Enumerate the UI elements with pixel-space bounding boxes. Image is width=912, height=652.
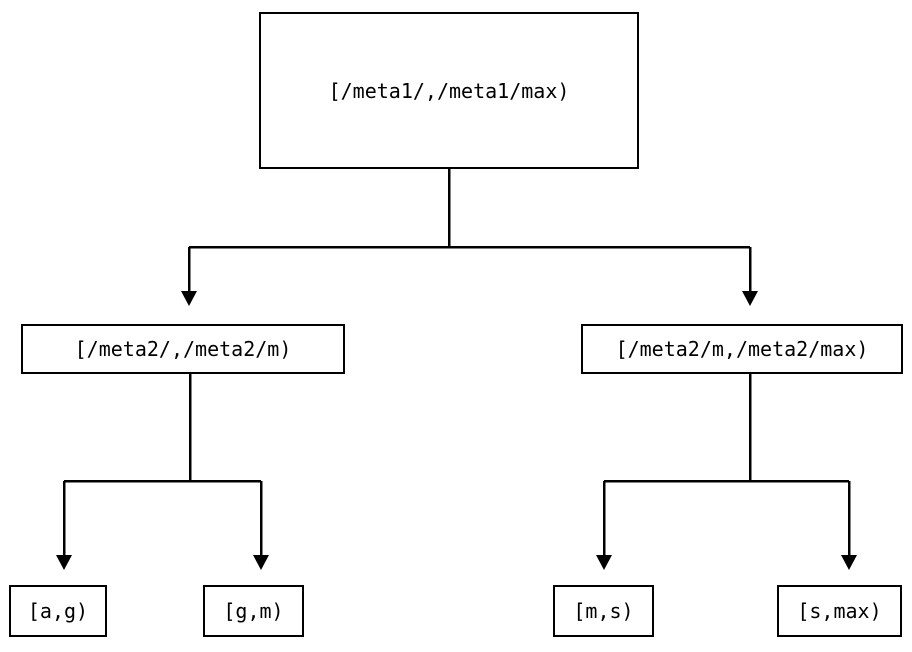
node-right-mid-label: [/meta2/m,/meta2/max) — [615, 337, 869, 361]
node-leaf-m-s-label: [m,s) — [573, 599, 634, 623]
node-leaf-m-s[interactable]: [m,s) — [553, 585, 654, 637]
node-leaf-s-max-label: [s,max) — [797, 599, 882, 623]
node-leaf-a-g[interactable]: [a,g) — [9, 585, 107, 637]
arrowhead-to-leaf-1 — [253, 555, 269, 570]
arrowhead-to-right-mid — [742, 291, 758, 306]
arrowhead-to-left-mid — [181, 291, 197, 306]
arrowhead-to-leaf-2 — [596, 555, 612, 570]
node-leaf-g-m-label: [g,m) — [223, 599, 284, 623]
node-leaf-g-m[interactable]: [g,m) — [203, 585, 304, 637]
node-leaf-s-max[interactable]: [s,max) — [777, 585, 902, 637]
node-root-label: [/meta1/,/meta1/max) — [328, 78, 570, 103]
node-leaf-a-g-label: [a,g) — [27, 599, 89, 623]
arrowhead-to-leaf-0 — [56, 555, 72, 570]
node-root[interactable]: [/meta1/,/meta1/max) — [259, 12, 639, 169]
node-right-mid[interactable]: [/meta2/m,/meta2/max) — [581, 324, 903, 374]
node-left-mid-label: [/meta2/,/meta2/m) — [74, 337, 292, 361]
arrowhead-to-leaf-3 — [841, 555, 857, 570]
node-left-mid[interactable]: [/meta2/,/meta2/m) — [21, 324, 345, 374]
